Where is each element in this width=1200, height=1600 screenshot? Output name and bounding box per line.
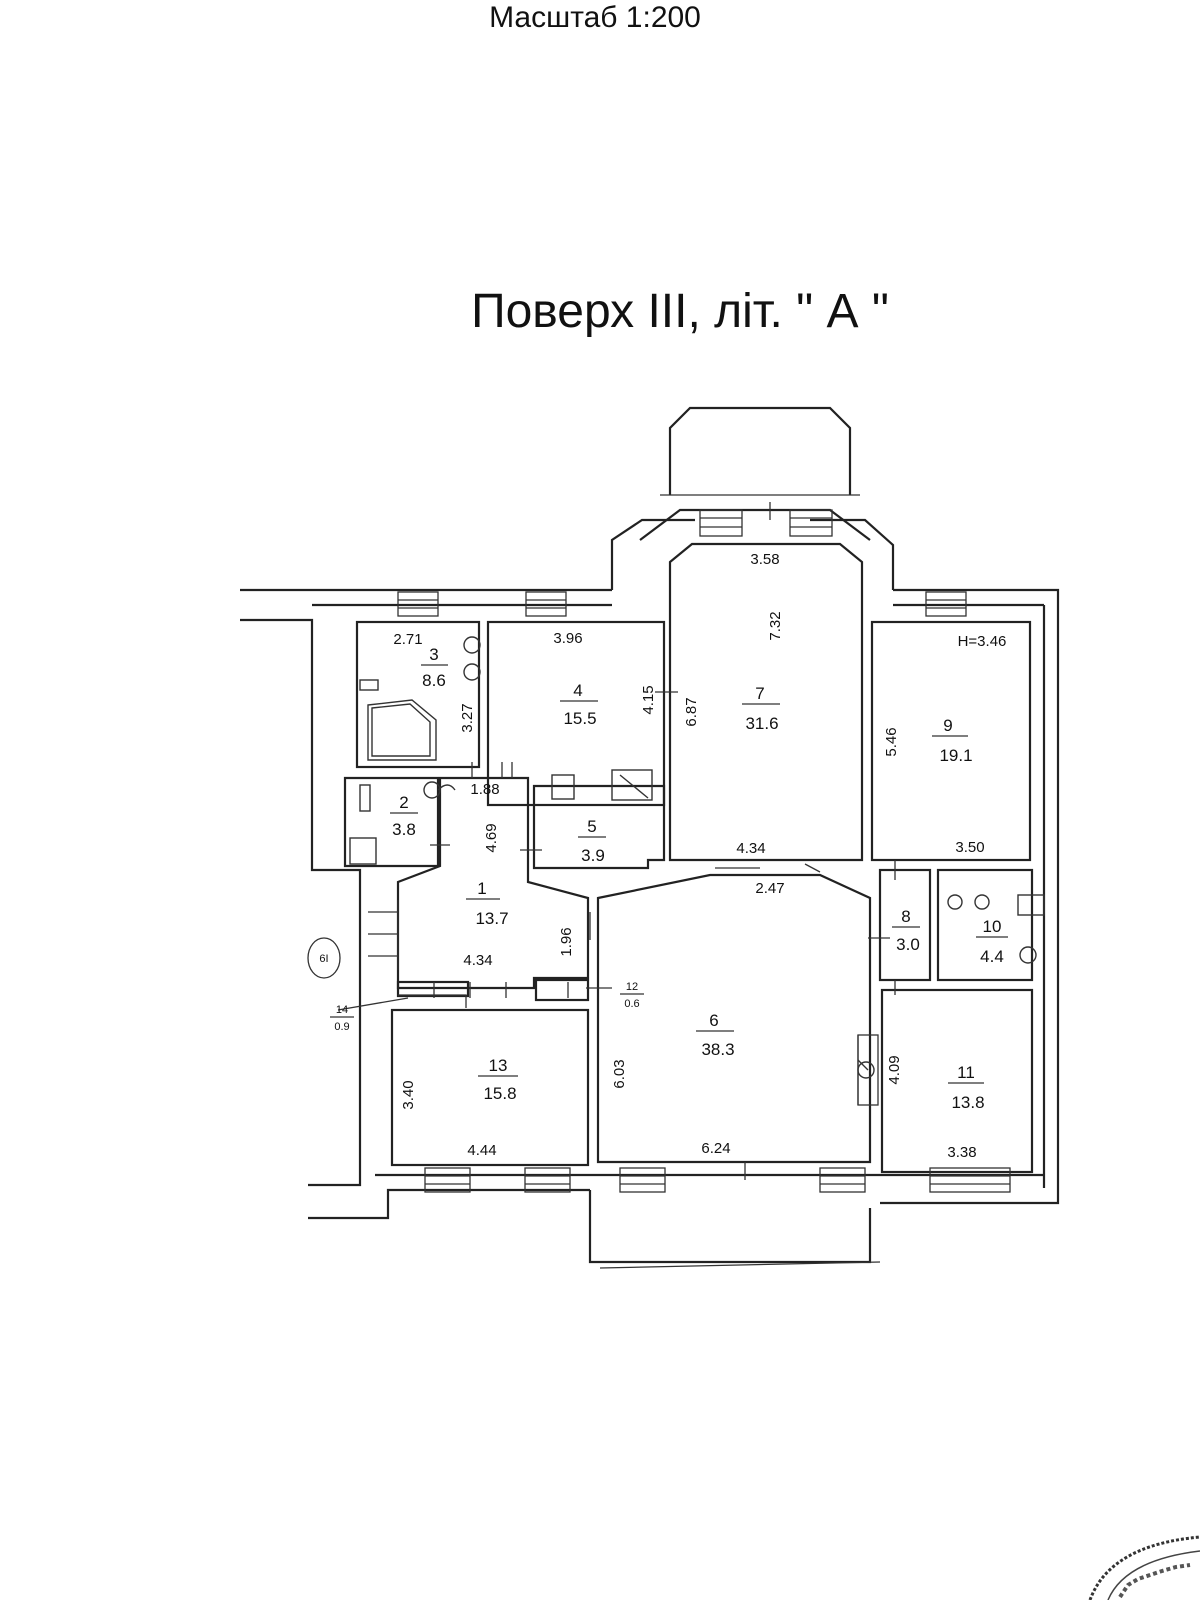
svg-text:4: 4 [573, 681, 582, 700]
room-12: 12 0.6 [620, 981, 644, 1010]
room-4: 4 15.5 [560, 681, 598, 728]
room-labels: 3 8.6 2 3.8 4 15.5 5 3.9 7 31.6 9 19.1 [330, 645, 1008, 1112]
svg-text:13.8: 13.8 [951, 1093, 984, 1112]
svg-text:6: 6 [709, 1011, 718, 1030]
svg-text:12: 12 [626, 981, 638, 993]
room-5: 5 3.9 [578, 817, 606, 865]
svg-text:4.34: 4.34 [736, 840, 765, 857]
stair-mark: 6I [307, 937, 341, 979]
svg-text:3: 3 [429, 645, 438, 664]
svg-text:11: 11 [957, 1063, 975, 1082]
svg-text:4.09: 4.09 [886, 1055, 903, 1084]
room-11: 11 13.8 [948, 1063, 985, 1112]
svg-text:5: 5 [587, 817, 596, 836]
svg-text:8.6: 8.6 [422, 671, 446, 690]
scale-label: Масштаб 1:200 [489, 1, 701, 34]
room-2: 2 3.8 [390, 793, 418, 839]
stamp [1088, 1535, 1200, 1600]
svg-text:2.71: 2.71 [393, 631, 422, 648]
svg-text:19.1: 19.1 [939, 746, 972, 765]
svg-text:1.88: 1.88 [470, 781, 499, 798]
svg-text:H=3.46: H=3.46 [958, 633, 1007, 650]
svg-text:10: 10 [983, 917, 1002, 936]
svg-text:31.6: 31.6 [745, 714, 778, 733]
svg-text:15.5: 15.5 [563, 709, 596, 728]
svg-text:1.96: 1.96 [558, 927, 575, 956]
svg-text:3.96: 3.96 [553, 630, 582, 647]
svg-text:3.0: 3.0 [896, 935, 920, 954]
svg-text:6.24: 6.24 [701, 1140, 730, 1157]
room-9: 9 19.1 [932, 716, 973, 765]
svg-text:3.9: 3.9 [581, 846, 605, 865]
svg-text:4.4: 4.4 [980, 947, 1004, 966]
room-6: 6 38.3 [696, 1011, 735, 1059]
svg-text:14: 14 [336, 1004, 348, 1016]
svg-text:3.50: 3.50 [955, 839, 984, 856]
svg-text:13.7: 13.7 [475, 909, 508, 928]
svg-text:6.03: 6.03 [611, 1059, 628, 1088]
room-7: 7 31.6 [742, 684, 780, 733]
svg-text:6I: 6I [319, 953, 328, 965]
room-13: 13 15.8 [478, 1056, 518, 1103]
svg-text:3.58: 3.58 [750, 551, 779, 568]
floor-title: Поверх III, літ. " А " [471, 285, 889, 338]
dimension-ticks [337, 691, 896, 1180]
svg-text:5.46: 5.46 [883, 727, 900, 756]
svg-text:8: 8 [901, 907, 910, 926]
svg-text:3.8: 3.8 [392, 820, 416, 839]
svg-text:0.9: 0.9 [334, 1021, 349, 1033]
svg-text:4.15: 4.15 [640, 685, 657, 714]
walls [240, 406, 1060, 1269]
svg-text:4.69: 4.69 [483, 823, 500, 852]
room-outlines [343, 542, 1034, 1174]
svg-text:3.40: 3.40 [400, 1080, 417, 1109]
room-10: 10 4.4 [976, 917, 1008, 966]
svg-text:4.34: 4.34 [463, 952, 492, 969]
svg-text:6.87: 6.87 [683, 697, 700, 726]
svg-text:1: 1 [477, 879, 486, 898]
svg-text:2: 2 [399, 793, 408, 812]
svg-text:15.8: 15.8 [483, 1084, 516, 1103]
svg-text:4.44: 4.44 [467, 1142, 496, 1159]
dimension-labels: 3.58 7.32 2.71 3.27 3.96 4.15 6.87 1.88 … [393, 551, 1006, 1161]
svg-text:3.38: 3.38 [947, 1144, 976, 1161]
room-8: 8 3.0 [892, 907, 920, 954]
svg-text:13: 13 [489, 1056, 508, 1075]
fixtures [349, 636, 1045, 1079]
room-3: 3 8.6 [421, 645, 448, 690]
svg-text:7.32: 7.32 [767, 611, 784, 640]
room-1: 1 13.7 [466, 879, 509, 928]
svg-text:9: 9 [943, 716, 952, 735]
windows [368, 502, 1011, 1193]
svg-text:3.27: 3.27 [459, 703, 476, 732]
svg-text:2.47: 2.47 [755, 880, 784, 897]
svg-text:0.6: 0.6 [624, 998, 639, 1010]
svg-text:7: 7 [755, 684, 764, 703]
svg-text:38.3: 38.3 [701, 1040, 734, 1059]
room-14: 14 0.9 [330, 1004, 354, 1033]
